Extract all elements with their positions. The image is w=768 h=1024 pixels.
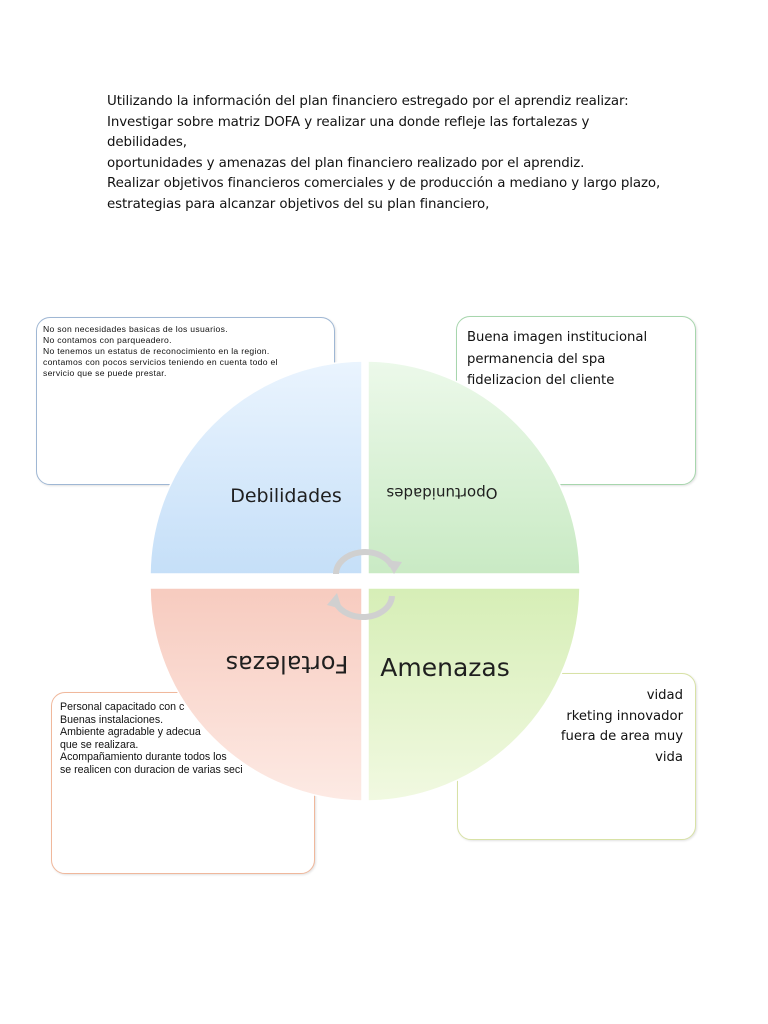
cycle-arrows-icon [333,549,395,621]
fortaleza-item: Acompañamiento durante todos los [60,751,227,764]
debilidad-item: No tenemos un estatus de reconocimiento … [43,346,270,356]
oportunidades-quadrant [367,360,581,575]
amenazas-label: Amenazas [380,653,509,682]
debilidad-item: No son necesidades basicas de los usuari… [43,324,228,334]
amenaza-item: vida [655,749,683,765]
fortaleza-item: se realicen con duracion de varias seci [60,763,243,776]
oportunidades-label: Oportunidades [386,484,497,502]
oportunidades-box: Buena imagen institucional permanencia d… [456,316,696,485]
amenazas-quadrant [367,587,581,802]
oportunidad-item: permanencia del spa [467,351,606,367]
arrowhead-icon [327,560,402,609]
oportunidad-item: Buena imagen institucional [467,330,648,345]
fortaleza-item: que se realizara. [60,738,139,751]
fortaleza-item: Personal capacitado con c [60,701,185,713]
debilidad-item: servicio que se puede prestar. [43,368,167,378]
amenaza-item: fuera de area muy [560,729,683,744]
fortaleza-item: Ambiente agradable y adecua [60,726,201,739]
debilidades-label: Debilidades [230,485,342,507]
instructions-line: oportunidades y amenazas del plan financ… [107,155,585,171]
fortalezas-quadrant [149,587,363,802]
fortalezas-label: Fortalezas [226,650,349,678]
debilidad-item: No contamos con parqueadero. [43,335,172,345]
instructions-line: estrategias para alcanzar objetivos del … [107,196,490,212]
debilidad-item: contamos con pocos servicios teniendo en… [43,357,278,367]
instructions-line: Utilizando la información del plan finan… [107,94,629,109]
oportunidad-item: fidelizacion del cliente [467,373,615,388]
amenaza-item: rketing innovador [566,708,683,724]
amenaza-item: vidad [646,688,683,703]
debilidades-quadrant [149,360,363,575]
instructions-line: Investigar sobre matriz DOFA y realizar … [107,114,590,151]
dofa-diagram: Debilidades Oportunidades Fortalezas Ame… [149,360,581,802]
instructions-text: Utilizando la información del plan finan… [107,92,667,215]
instructions-line: Realizar objetivos financieros comercial… [107,176,661,191]
fortaleza-item: Buenas instalaciones. [60,713,164,726]
